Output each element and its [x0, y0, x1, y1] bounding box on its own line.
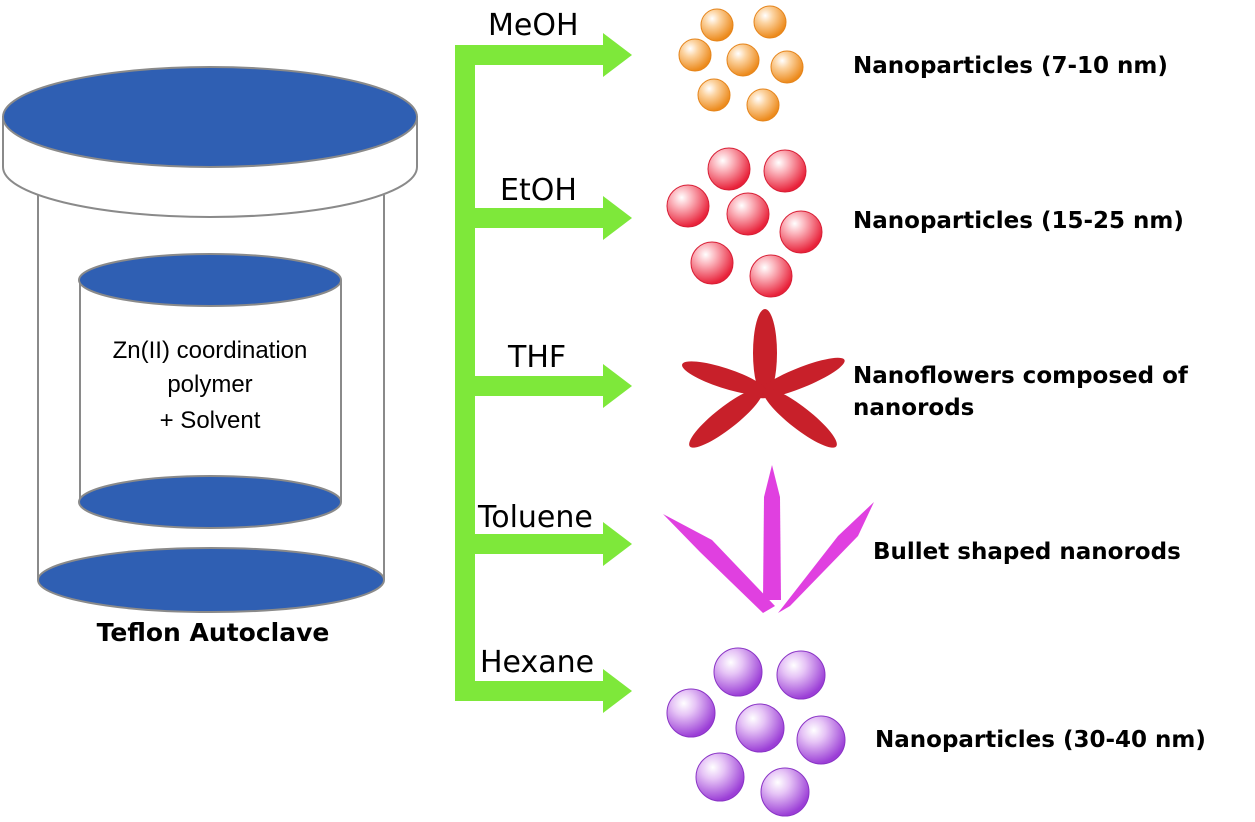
bullet-nanorods [663, 465, 874, 613]
small-nanoparticle [770, 50, 804, 84]
small-nanoparticles-cluster [678, 5, 804, 122]
large-nanoparticle [760, 767, 810, 817]
medium-nanoparticle [707, 147, 751, 191]
outer-jar-bottom [37, 547, 385, 613]
large-nanoparticle [776, 650, 826, 700]
large-nanoparticle [666, 688, 716, 738]
trunk-bar [455, 45, 475, 701]
solvent-flow-arrows [455, 33, 632, 713]
nanorod-petal [763, 388, 837, 448]
solvent-label-thf: THF [507, 340, 566, 375]
medium-nanoparticle [726, 192, 770, 236]
bullet-nanorod [778, 502, 874, 613]
bullet-nanorod [663, 514, 775, 613]
teflon-autoclave: Zn(II) coordination polymer + Solvent Te… [2, 66, 418, 647]
medium-nanoparticle [779, 210, 823, 254]
large-nanoparticle [735, 703, 785, 753]
liner-contents-line-2: polymer [167, 371, 252, 398]
product-label-thf-line-1: Nanoflowers composed of [853, 363, 1189, 389]
liner-contents-line-1: Zn(II) coordination [113, 337, 308, 364]
medium-nanoparticle [690, 241, 734, 285]
autoclave-title: Teflon Autoclave [97, 618, 330, 647]
large-nanoparticle [796, 715, 846, 765]
solvent-label-meoh: MeOH [488, 8, 579, 43]
small-nanoparticle [700, 8, 734, 42]
product-label-etoh: Nanoparticles (15-25 nm) [853, 208, 1184, 234]
product-label-meoh: Nanoparticles (7-10 nm) [853, 53, 1168, 79]
nanoflower [682, 309, 845, 448]
solvent-label-hexane: Hexane [480, 645, 594, 680]
large-nanoparticle [695, 752, 745, 802]
solvent-label-toluene: Toluene [477, 500, 593, 535]
arrow-etoh [455, 196, 632, 240]
medium-nanoparticle [666, 184, 710, 228]
inner-liner-top [78, 253, 342, 307]
bullet-nanorod [763, 465, 781, 600]
product-label-toluene: Bullet shaped nanorods [873, 539, 1181, 565]
medium-nanoparticles-cluster [666, 147, 823, 298]
arrow-hexane [455, 669, 632, 713]
inner-liner-bottom [78, 475, 342, 529]
medium-nanoparticle [763, 149, 807, 193]
nanorod-petal [753, 309, 777, 397]
small-nanoparticle [678, 38, 712, 72]
lid-top [2, 66, 418, 168]
liner-contents-line-3: + Solvent [160, 407, 261, 434]
arrow-meoh [455, 33, 632, 77]
product-label-thf-line-2: nanorods [853, 395, 974, 421]
arrow-thf [455, 364, 632, 408]
nanorod-petal [755, 357, 845, 399]
small-nanoparticle [697, 78, 731, 112]
nanorod-petal [689, 388, 763, 448]
small-nanoparticle [746, 88, 780, 122]
product-label-hexane: Nanoparticles (30-40 nm) [875, 727, 1206, 753]
small-nanoparticle [726, 43, 760, 77]
medium-nanoparticle [749, 254, 793, 298]
small-nanoparticle [753, 5, 787, 39]
solvent-label-etoh: EtOH [500, 173, 577, 208]
arrow-toluene [455, 522, 632, 566]
nanorod-petal [682, 361, 766, 395]
large-nanoparticles-cluster [666, 647, 846, 817]
large-nanoparticle [713, 647, 763, 697]
